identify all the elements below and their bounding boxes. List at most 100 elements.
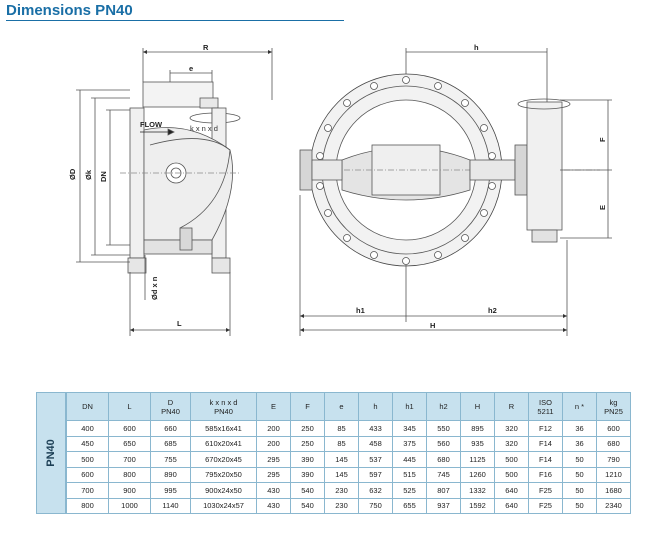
- table-cell: 807: [426, 482, 461, 499]
- table-cell: F25: [528, 482, 563, 499]
- label-total-h: H: [430, 321, 435, 330]
- table-cell: 230: [324, 497, 359, 514]
- table-cell: 750: [358, 497, 393, 514]
- label-h2: h2: [488, 306, 497, 315]
- table-cell: 1140: [150, 497, 191, 514]
- table-cell: 800: [108, 466, 151, 483]
- table-cell: 1000: [108, 497, 151, 514]
- table-cell: 500: [494, 466, 529, 483]
- table-cell: 320: [494, 435, 529, 452]
- table-cell: 433: [358, 420, 393, 437]
- table-cell: 430: [256, 482, 291, 499]
- table-cell: 895: [460, 420, 495, 437]
- table-cell: 597: [358, 466, 393, 483]
- table-cell: 680: [596, 435, 631, 452]
- label-l: L: [177, 319, 182, 328]
- table-cell: 250: [290, 435, 325, 452]
- col-header: H: [460, 392, 495, 421]
- table-cell: 400: [66, 420, 109, 437]
- table-cell: 890: [150, 466, 191, 483]
- label-h1: h1: [356, 306, 365, 315]
- table-cell: 50: [562, 482, 597, 499]
- table-cell: 200: [256, 435, 291, 452]
- table-cell: 500: [494, 451, 529, 468]
- table-cell: 525: [392, 482, 427, 499]
- table-cell: 790: [596, 451, 631, 468]
- label-odxn: Ød x n: [150, 276, 159, 300]
- table-cell: 600: [108, 420, 151, 437]
- label-f: F: [598, 137, 607, 142]
- table-cell: 540: [290, 497, 325, 514]
- table-cell: F14: [528, 451, 563, 468]
- table-cell: 935: [460, 435, 495, 452]
- label-kxnxd: k x n x d: [190, 124, 218, 133]
- page-title: Dimensions PN40: [6, 2, 133, 19]
- table-cell: 145: [324, 451, 359, 468]
- technical-drawing: R e FLOW ØD Øk DN k x n x d Ød x n L h F…: [68, 43, 612, 336]
- col-header: h1: [392, 392, 427, 421]
- table-cell: 670x20x45: [190, 451, 257, 468]
- table-cell: 700: [108, 451, 151, 468]
- table-cell: 1680: [596, 482, 631, 499]
- table-cell: F25: [528, 497, 563, 514]
- table-cell: 36: [562, 420, 597, 437]
- table-cell: 1125: [460, 451, 495, 468]
- side-label-text: PN40: [45, 439, 57, 467]
- table-cell: 50: [562, 466, 597, 483]
- label-od: ØD: [68, 168, 77, 180]
- table-cell: 1260: [460, 466, 495, 483]
- col-header: L: [108, 392, 151, 421]
- table-cell: 795x20x50: [190, 466, 257, 483]
- label-e: e: [189, 64, 193, 73]
- col-header: h2: [426, 392, 461, 421]
- table-cell: 85: [324, 420, 359, 437]
- table-cell: 680: [426, 451, 461, 468]
- label-h: h: [474, 43, 479, 52]
- table-cell: 900x24x50: [190, 482, 257, 499]
- col-header: R: [494, 392, 529, 421]
- label-e-vertical: E: [598, 205, 607, 210]
- table-cell: 230: [324, 482, 359, 499]
- table-cell: 700: [66, 482, 109, 499]
- table-cell: 995: [150, 482, 191, 499]
- table-cell: 295: [256, 451, 291, 468]
- table-cell: 445: [392, 451, 427, 468]
- table-cell: 550: [426, 420, 461, 437]
- table-cell: 600: [596, 420, 631, 437]
- table-cell: 85: [324, 435, 359, 452]
- col-header: F: [290, 392, 325, 421]
- table-cell: 50: [562, 497, 597, 514]
- table-cell: 145: [324, 466, 359, 483]
- table-side-label: PN40: [36, 392, 66, 514]
- label-r: R: [203, 43, 209, 52]
- table-cell: 640: [494, 482, 529, 499]
- table-cell: 745: [426, 466, 461, 483]
- title-underline: [6, 20, 344, 21]
- table-cell: 375: [392, 435, 427, 452]
- table-cell: 640: [494, 497, 529, 514]
- table-cell: F16: [528, 466, 563, 483]
- table-cell: 540: [290, 482, 325, 499]
- col-header: n *: [562, 392, 597, 421]
- table-cell: 1332: [460, 482, 495, 499]
- label-dn: DN: [99, 171, 108, 182]
- table-cell: 450: [66, 435, 109, 452]
- table-cell: 585x16x41: [190, 420, 257, 437]
- table-cell: 1030x24x57: [190, 497, 257, 514]
- table-cell: 390: [290, 451, 325, 468]
- table-cell: 1592: [460, 497, 495, 514]
- table-cell: 600: [66, 466, 109, 483]
- table-cell: 685: [150, 435, 191, 452]
- col-header: e: [324, 392, 359, 421]
- label-ok: Øk: [84, 169, 93, 180]
- table-cell: 36: [562, 435, 597, 452]
- table-cell: F14: [528, 435, 563, 452]
